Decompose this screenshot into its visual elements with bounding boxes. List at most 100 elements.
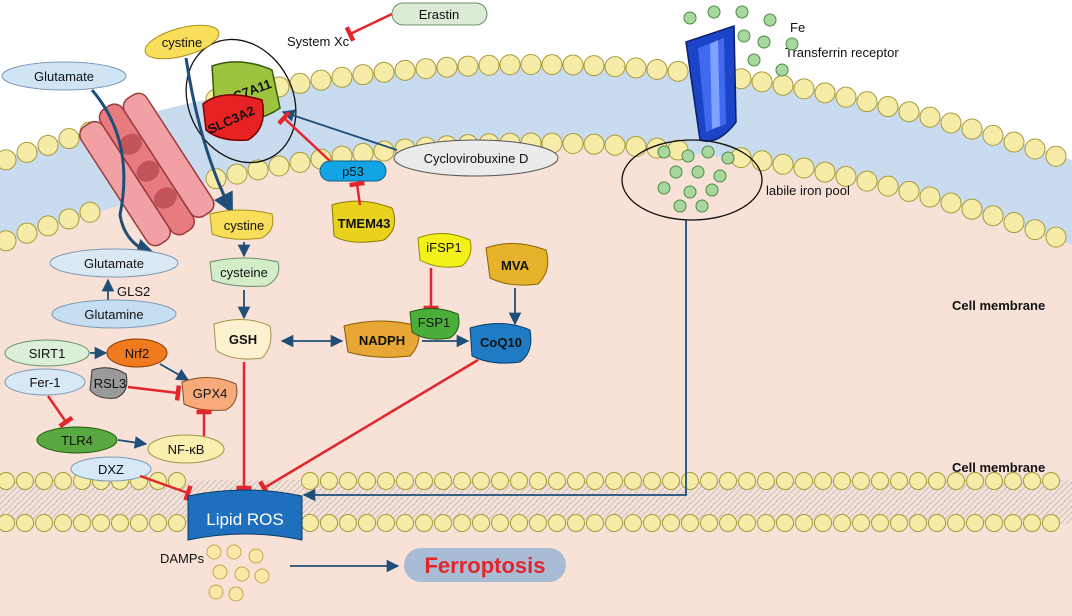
fsp1-label: FSP1 xyxy=(418,315,451,330)
lipid-head xyxy=(320,514,338,532)
iron-particle xyxy=(683,11,697,25)
erastin-label: Erastin xyxy=(419,7,459,22)
lipid-head xyxy=(373,61,395,83)
gls2-label: GLS2 xyxy=(117,284,150,299)
lipid-head xyxy=(1024,138,1046,160)
gpx4-node xyxy=(181,377,238,411)
lipid-head xyxy=(751,150,773,172)
lipid-head xyxy=(681,472,699,490)
lipid-head xyxy=(0,472,15,490)
lipid-head xyxy=(1042,472,1060,490)
lipid-head xyxy=(491,472,509,490)
lipid-head xyxy=(567,514,585,532)
lipid-head xyxy=(168,514,186,532)
lipid-head xyxy=(814,472,832,490)
iron-to-lipid-ros-arrow xyxy=(302,220,687,502)
lipid-head xyxy=(520,54,542,76)
lipid-head xyxy=(625,57,647,79)
lipid-head xyxy=(478,54,500,76)
cysteine-node xyxy=(209,257,280,287)
iron-particle xyxy=(757,35,771,49)
nrf2-to-gpx4-arrow xyxy=(159,363,190,381)
nadph-label: NADPH xyxy=(359,333,405,348)
cysteine-label: cysteine xyxy=(220,265,268,280)
transferrin-receptor-label: Transferrin receptor xyxy=(785,45,899,60)
lipid-head xyxy=(898,101,920,123)
damp-particles xyxy=(206,544,270,602)
lipid-head xyxy=(541,54,563,76)
lipid-head xyxy=(339,472,357,490)
lipid-head xyxy=(700,472,718,490)
lipid-head xyxy=(1003,131,1025,153)
lipid-head xyxy=(149,514,167,532)
cystine-influx-arrow xyxy=(184,57,234,214)
erastin-inhibit-line xyxy=(344,12,393,42)
ferroptosis-pill xyxy=(404,548,566,582)
coq10-inhibit-lipid-ros xyxy=(258,358,479,496)
dxz-label: DXZ xyxy=(98,462,124,477)
lipid-head xyxy=(681,514,699,532)
lipid-head xyxy=(605,514,623,532)
lipid-head xyxy=(510,514,528,532)
lipid-head xyxy=(871,472,889,490)
lipid-head xyxy=(625,135,647,157)
lipid-head xyxy=(396,472,414,490)
gsh-label: GSH xyxy=(229,332,257,347)
tmem43-label: TMEM43 xyxy=(338,216,391,231)
lipid-head xyxy=(491,514,509,532)
glutamate-outside-node xyxy=(1,61,127,91)
lipid-head xyxy=(548,472,566,490)
tlr4-to-nfkb-arrow xyxy=(117,436,148,449)
cyclovirobuxine-node xyxy=(393,139,559,177)
lipid-head xyxy=(586,472,604,490)
lipid-head xyxy=(35,472,53,490)
lipid-head xyxy=(835,86,857,108)
lipid-head xyxy=(415,472,433,490)
glutamine-label: Glutamine xyxy=(84,307,143,322)
lipid-head xyxy=(662,472,680,490)
cell-membrane-label-upper: Cell membrane xyxy=(952,298,1045,313)
lipid-head xyxy=(16,472,34,490)
lipid-head xyxy=(940,192,962,214)
lipid-head xyxy=(37,134,59,156)
ifsp1-node xyxy=(417,233,472,268)
extracellular-iron-particles xyxy=(683,5,799,77)
damp-particle xyxy=(254,568,270,584)
cyclovirobuxine-label: Cyclovirobuxine D xyxy=(424,151,529,166)
lipid-head xyxy=(898,180,920,202)
cystine-outside-label: cystine xyxy=(162,35,202,50)
iron-particle xyxy=(737,29,751,43)
lipid-head xyxy=(548,514,566,532)
lipid-head xyxy=(646,58,668,80)
lipid-head xyxy=(909,514,927,532)
damp-particle xyxy=(208,584,224,600)
damp-particle xyxy=(212,564,228,580)
lipid-head xyxy=(510,472,528,490)
cystine-outside-node xyxy=(144,24,220,60)
lipid-head xyxy=(37,215,59,237)
lipid-head xyxy=(377,514,395,532)
lipid-head xyxy=(719,472,737,490)
iron-particle xyxy=(721,151,735,165)
nadph-node xyxy=(343,320,420,358)
lipid-head xyxy=(54,472,72,490)
lipid-head xyxy=(586,514,604,532)
lipid-head xyxy=(966,472,984,490)
lipid-head xyxy=(1004,472,1022,490)
lipid-head xyxy=(940,112,962,134)
lipid-head xyxy=(757,472,775,490)
lipid-head xyxy=(339,514,357,532)
lipid-ros-label: Lipid ROS xyxy=(206,510,283,529)
lipid-head xyxy=(472,514,490,532)
lipid-head xyxy=(149,472,167,490)
iron-particle xyxy=(683,185,697,199)
lipid-head xyxy=(0,230,17,252)
lipid-head xyxy=(919,186,941,208)
lipid-head xyxy=(1023,472,1041,490)
lipid-head xyxy=(738,514,756,532)
damp-particle xyxy=(248,548,264,564)
lipid-head xyxy=(1024,219,1046,241)
lipid-head xyxy=(499,54,521,76)
tlr4-node xyxy=(36,426,118,454)
